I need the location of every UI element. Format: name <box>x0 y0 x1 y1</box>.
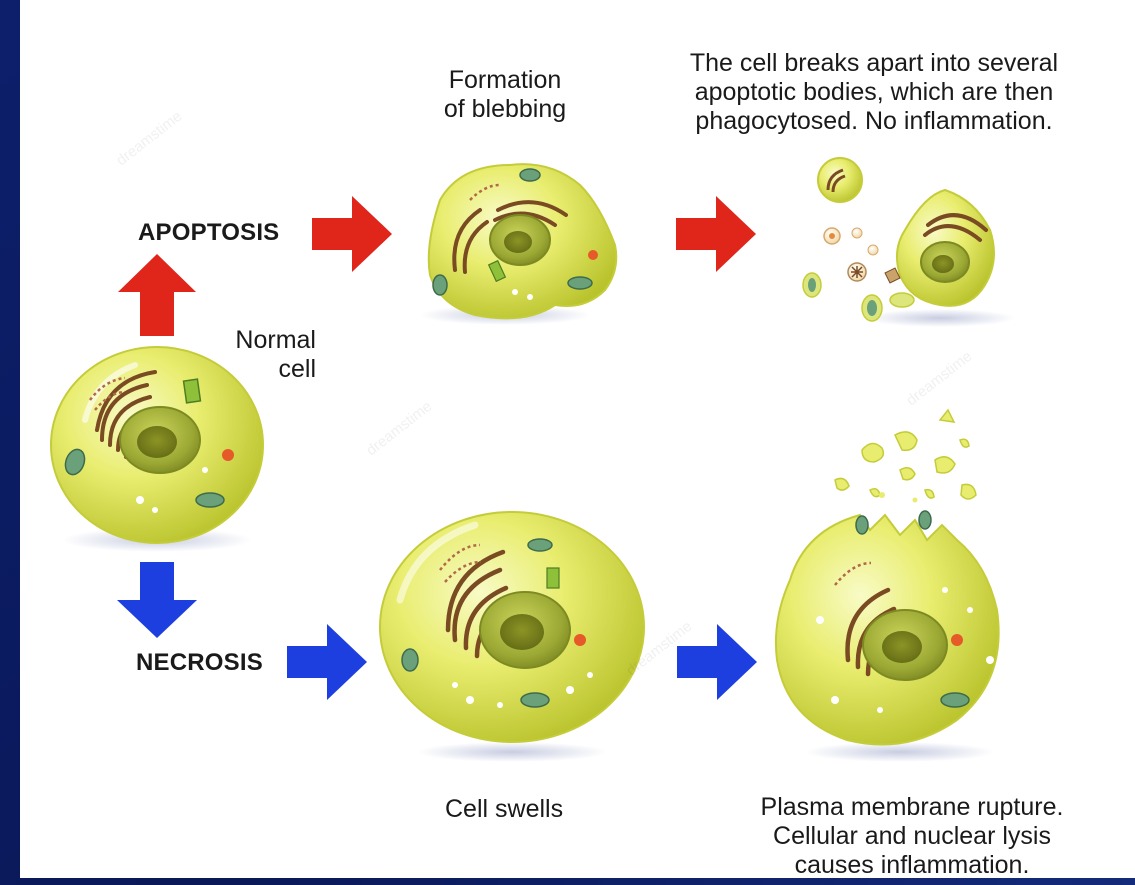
arrow-right-necrosis-2 <box>677 624 757 700</box>
necrosis-label: NECROSIS <box>136 649 263 676</box>
blebbing-label: Formation of blebbing <box>443 66 567 123</box>
arrow-right-apoptosis-1 <box>312 196 392 272</box>
diagram-panel: dreamstime dreamstime dreamstime dreamst… <box>20 0 1135 878</box>
normal-cell <box>50 346 264 552</box>
arrow-right-necrosis-1 <box>287 624 367 700</box>
apoptotic-bodies <box>802 157 1015 327</box>
apoptosis-label: APOPTOSIS <box>138 219 280 246</box>
cell-death-diagram <box>50 157 1015 762</box>
blebbing-cell <box>420 163 618 325</box>
cell-swells-label: Cell swells <box>445 795 564 823</box>
apoptotic-bodies-label: The cell breaks apart into several apopt… <box>689 49 1059 135</box>
swollen-cell <box>379 511 645 762</box>
membrane-rupture-label: Plasma membrane rupture. Cellular and nu… <box>760 793 1064 878</box>
normal-cell-label: Normal cell <box>235 326 316 383</box>
arrow-down-necrosis <box>117 562 197 638</box>
arrow-right-apoptosis-2 <box>676 196 756 272</box>
ruptured-cell <box>774 408 1000 762</box>
arrow-up-apoptosis <box>118 254 196 336</box>
